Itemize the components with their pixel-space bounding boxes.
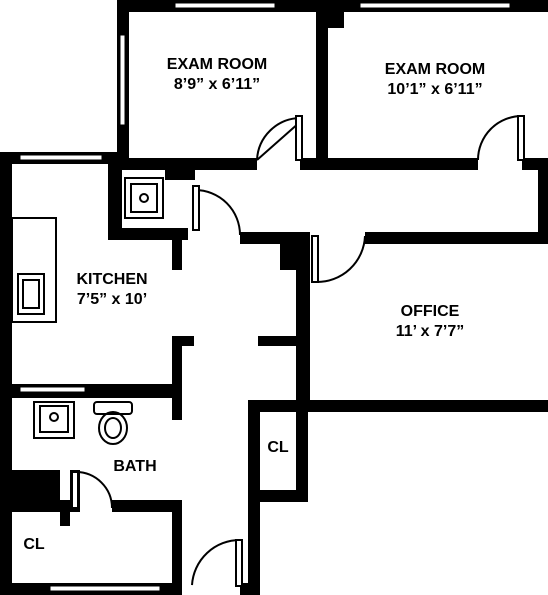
- wall-bath-bottom-b: [112, 500, 182, 512]
- window-kitchen-bottom: [19, 386, 86, 393]
- wall-office-top-right: [365, 232, 548, 244]
- window-exam1-left: [119, 34, 126, 126]
- sink-icon: [33, 401, 75, 439]
- wall-office-left-a: [296, 232, 310, 402]
- window-exam2: [359, 2, 511, 9]
- room-label-exam-room-2: EXAM ROOM 10’1” x 6’11”: [360, 60, 510, 100]
- room-name: EXAM ROOM: [384, 61, 486, 78]
- room-name: OFFICE: [400, 303, 460, 320]
- door-swing-icon: [191, 538, 243, 587]
- doors: [71, 114, 525, 587]
- door-swing-icon: [71, 471, 113, 509]
- window-kitchen-top: [19, 154, 103, 161]
- window-bottom: [49, 585, 161, 592]
- room-name: CL: [23, 536, 45, 553]
- door-swing-icon: [192, 185, 241, 236]
- wall-office-notch: [280, 240, 304, 270]
- toilet-icon: [93, 401, 133, 445]
- wall-bath-lower-right: [172, 500, 182, 595]
- room-name: KITCHEN: [76, 271, 148, 288]
- wall-kitchen-right-b-cap: [172, 336, 194, 346]
- room-size: 8’9” x 6’11”: [173, 76, 261, 93]
- windows: [19, 2, 511, 592]
- room-name: CL: [267, 439, 289, 456]
- wall-outer-left: [0, 152, 12, 595]
- window-exam1: [174, 2, 276, 9]
- stove-icon: [17, 273, 45, 315]
- door-swing-icon: [311, 235, 366, 284]
- wall-stove-nook-bottom: [108, 228, 188, 240]
- wall-exam-divider-notch: [322, 10, 344, 28]
- wall-bath-bottom-a: [0, 500, 76, 512]
- wall-stove-nook-left: [108, 164, 122, 240]
- room-label-kitchen: KITCHEN 7’5” x 10’: [62, 270, 162, 310]
- wall-cl-right: [296, 400, 308, 500]
- wall-exam1-bottom-left: [117, 158, 257, 170]
- door-swing-icon: [477, 114, 525, 161]
- wall-bath-lower-left-tick: [60, 508, 70, 526]
- wall-hall-stub: [258, 336, 298, 346]
- wall-office-bottom: [296, 400, 548, 412]
- room-name: BATH: [113, 458, 157, 475]
- room-size: 11’ x 7’7”: [395, 323, 465, 340]
- wall-kitchen-right-b: [172, 336, 182, 420]
- room-size: 7’5” x 10’: [76, 291, 148, 308]
- room-name: EXAM ROOM: [166, 56, 268, 73]
- wall-kitchen-right-a: [172, 240, 182, 270]
- wall-bottom-b: [240, 583, 260, 595]
- wall-exam-divider: [316, 0, 328, 168]
- room-label-exam-room-1: EXAM ROOM 8’9” x 6’11”: [142, 55, 292, 95]
- room-size: 10’1” x 6’11”: [387, 81, 483, 98]
- kitchen-counter: [11, 217, 57, 323]
- wall-exam2-bottom-left: [316, 158, 478, 170]
- wall-cl-bottom: [248, 490, 308, 502]
- door-swing-icon: [256, 115, 303, 161]
- room-label-closet-bath: CL: [14, 535, 54, 555]
- room-label-bath: BATH: [100, 457, 170, 477]
- wall-hall-right: [538, 158, 548, 240]
- room-label-office: OFFICE 11’ x 7’7”: [370, 302, 490, 342]
- wall-cl-top: [248, 400, 308, 412]
- wall-hall-top: [165, 170, 195, 180]
- sink-icon: [124, 177, 164, 219]
- room-label-closet-hall: CL: [258, 438, 298, 458]
